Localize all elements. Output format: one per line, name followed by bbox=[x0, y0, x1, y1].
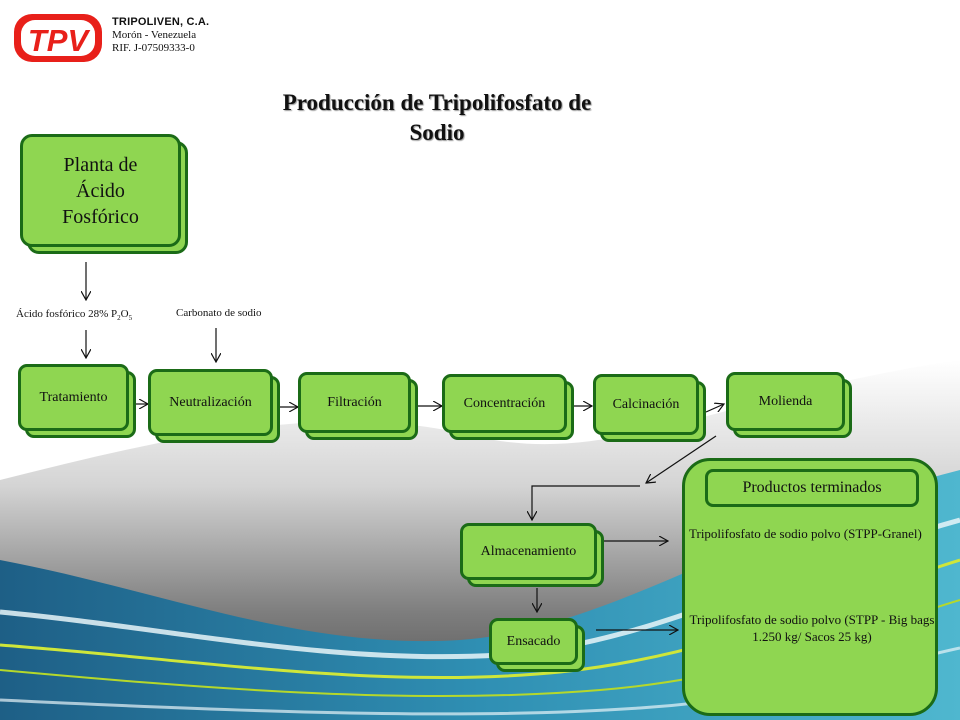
planta-line-3: Fosfórico bbox=[62, 205, 139, 228]
label-acido-fosforico: Ácido fosfórico 28% P2O5 bbox=[16, 308, 133, 323]
title-line-2: Sodio bbox=[409, 120, 465, 145]
company-name: TRIPOLIVEN, C.A. bbox=[112, 16, 210, 28]
products-panel: Productos terminados Tripolifosfato de s… bbox=[682, 458, 938, 716]
product-big-bags: Tripolifosfato de sodio polvo (STPP - Bi… bbox=[689, 612, 935, 644]
node-planta-acido-fosforico: Planta de Ácido Fosfórico bbox=[20, 134, 188, 254]
company-info: TRIPOLIVEN, C.A. Morón - Venezuela RIF. … bbox=[112, 16, 209, 55]
node-calcinacion: Calcinación bbox=[593, 374, 706, 442]
product-granel: Tripolifosfato de sodio polvo (STPP-Gran… bbox=[689, 526, 922, 541]
title-line-1: Producción de Tripolifosfato de bbox=[282, 90, 592, 115]
node-neutralizacion: Neutralización bbox=[148, 369, 280, 443]
products-header: Productos terminados bbox=[705, 469, 919, 507]
tpv-logo: TPV bbox=[14, 14, 102, 62]
node-filtracion: Filtración bbox=[298, 372, 418, 440]
node-ensacado: Ensacado bbox=[489, 618, 585, 672]
node-tratamiento: Tratamiento bbox=[18, 364, 136, 438]
label-carbonato-de-sodio: Carbonato de sodio bbox=[176, 307, 262, 319]
node-concentracion: Concentración bbox=[442, 374, 574, 440]
planta-line-1: Planta de bbox=[63, 153, 138, 176]
node-molienda: Molienda bbox=[726, 372, 852, 438]
company-rif: RIF. J-07509333-0 bbox=[112, 42, 195, 54]
node-almacenamiento: Almacenamiento bbox=[460, 523, 604, 587]
company-location: Morón - Venezuela bbox=[112, 29, 197, 41]
planta-line-2: Ácido bbox=[76, 179, 125, 202]
page-title: Producción de Tripolifosfato de Sodio bbox=[230, 88, 644, 148]
svg-text:TPV: TPV bbox=[28, 23, 91, 58]
